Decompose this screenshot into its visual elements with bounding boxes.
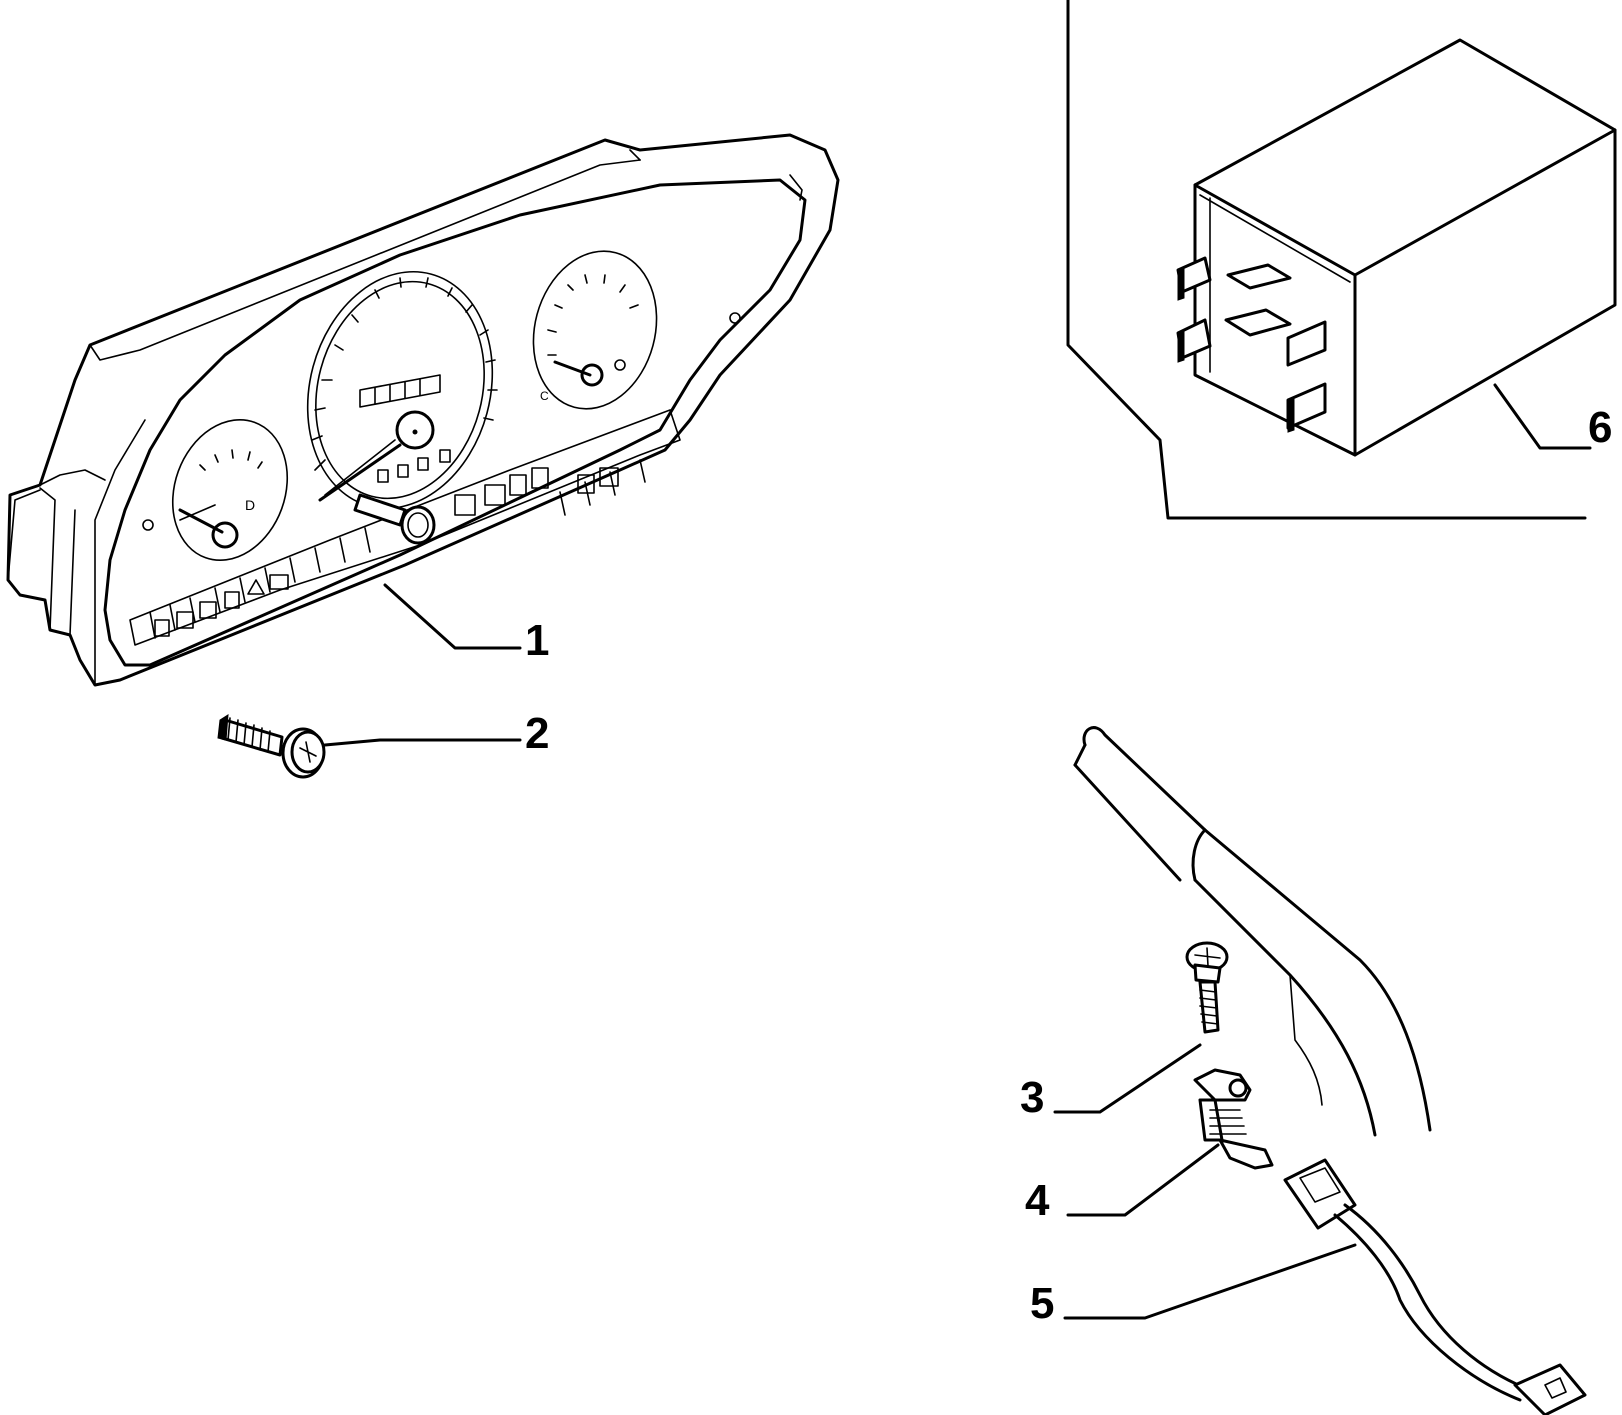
temperature-gauge: C xyxy=(532,250,658,410)
handbrake-switch-4 xyxy=(1066,1068,1274,1217)
fuel-gauge: D xyxy=(171,418,289,562)
callout-labels: 1 2 3 4 5 6 xyxy=(525,403,1612,1328)
callout-4: 4 xyxy=(1025,1176,1050,1225)
instrument-cluster: D xyxy=(6,133,840,687)
speedometer xyxy=(306,270,498,545)
handbrake-lever xyxy=(1073,726,1432,1137)
indicator-icons-left xyxy=(154,574,289,637)
callout-2: 2 xyxy=(525,709,549,758)
relay xyxy=(1066,0,1617,520)
fixing-screw-2 xyxy=(217,714,522,779)
indicator-icons-right xyxy=(454,467,619,516)
callout-3: 3 xyxy=(1020,1073,1044,1122)
callout-6: 6 xyxy=(1588,403,1612,452)
svg-text:C: C xyxy=(540,389,549,403)
svg-text:D: D xyxy=(245,497,255,513)
screw-3 xyxy=(1053,941,1229,1114)
warning-lights-strip xyxy=(149,459,646,639)
callout-5: 5 xyxy=(1030,1279,1054,1328)
callout-1: 1 xyxy=(525,616,549,665)
connector-5 xyxy=(1063,1158,1587,1415)
